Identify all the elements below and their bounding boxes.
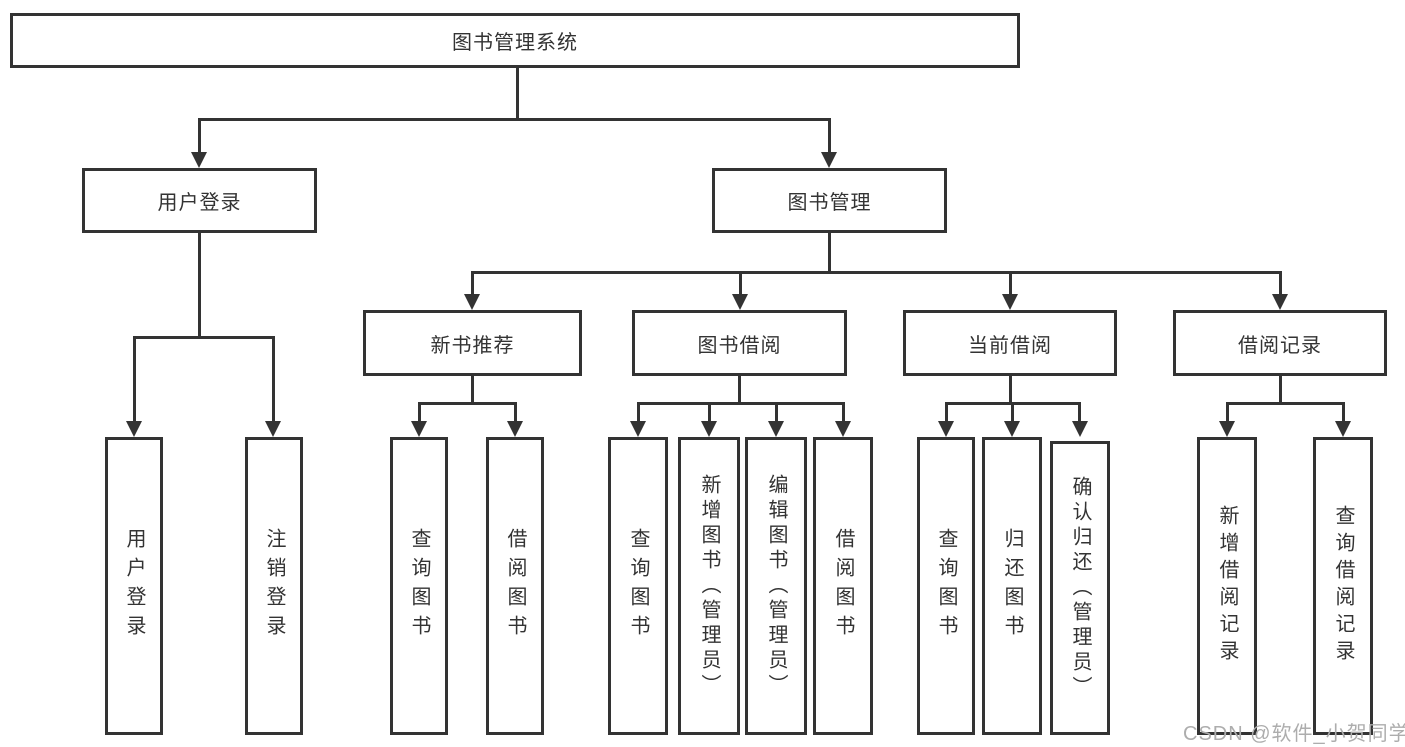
arrow-down-icon bbox=[464, 294, 480, 310]
connector-line bbox=[637, 402, 640, 423]
connector-line bbox=[471, 376, 474, 404]
leaf-logout: 注销登录 bbox=[245, 437, 303, 735]
connector-line bbox=[418, 402, 517, 405]
leaf-borrow-books: 借阅图书 bbox=[813, 437, 873, 735]
arrow-down-icon bbox=[1335, 421, 1351, 437]
leaf-label: 查询图书 bbox=[935, 528, 957, 644]
arrow-down-icon bbox=[191, 152, 207, 168]
connector-line bbox=[1011, 402, 1014, 423]
leaf-label: 新增借阅记录 bbox=[1216, 505, 1238, 667]
node-label: 新书推荐 bbox=[430, 334, 515, 357]
arrow-down-icon bbox=[821, 152, 837, 168]
leaf-label: 归还图书 bbox=[1001, 528, 1023, 644]
arrow-down-icon bbox=[265, 421, 281, 437]
leaf-return-books: 归还图书 bbox=[982, 437, 1042, 735]
connector-line bbox=[1078, 402, 1081, 423]
leaf-query-books-recommend: 查询图书 bbox=[390, 437, 448, 735]
leaf-edit-book-admin: 编辑图书（管理员） bbox=[745, 437, 807, 735]
arrow-down-icon bbox=[768, 421, 784, 437]
node-label: 图书借阅 bbox=[697, 334, 782, 357]
leaf-label: 确认归还（管理员） bbox=[1069, 475, 1091, 701]
leaf-user-login: 用户登录 bbox=[105, 437, 163, 735]
connector-line bbox=[1226, 402, 1229, 423]
node-label: 当前借阅 bbox=[968, 334, 1052, 357]
connector-line bbox=[1009, 376, 1012, 404]
connector-line bbox=[198, 233, 201, 339]
connector-line bbox=[198, 118, 201, 154]
leaf-label: 借阅图书 bbox=[832, 528, 854, 644]
node-book-borrowing: 图书借阅 bbox=[632, 310, 847, 376]
leaf-label: 注销登录 bbox=[263, 528, 285, 644]
leaf-query-books-borrow: 查询图书 bbox=[608, 437, 668, 735]
node-label: 图书管理 bbox=[787, 192, 872, 214]
arrow-down-icon bbox=[835, 421, 851, 437]
leaf-label: 编辑图书（管理员） bbox=[765, 473, 787, 699]
connector-line bbox=[828, 233, 831, 274]
node-new-book-recommendation: 新书推荐 bbox=[363, 310, 582, 376]
arrow-down-icon bbox=[411, 421, 427, 437]
connector-line bbox=[272, 336, 275, 422]
connector-line bbox=[739, 271, 742, 296]
node-label: 图书管理系统 bbox=[452, 32, 578, 54]
leaf-label: 查询借阅记录 bbox=[1332, 505, 1354, 667]
arrow-down-icon bbox=[1072, 421, 1088, 437]
connector-line bbox=[1342, 402, 1345, 423]
connector-line bbox=[738, 376, 741, 404]
connector-line bbox=[637, 402, 845, 405]
connector-line bbox=[828, 118, 831, 154]
node-book-management: 图书管理 bbox=[712, 168, 947, 233]
csdn-watermark: CSDN @软件_小贺同学 bbox=[1183, 723, 1405, 745]
leaf-query-books-current: 查询图书 bbox=[917, 437, 975, 735]
connector-line bbox=[775, 402, 778, 423]
connector-line bbox=[945, 402, 948, 423]
node-borrowing-records: 借阅记录 bbox=[1173, 310, 1387, 376]
node-current-borrowing: 当前借阅 bbox=[903, 310, 1117, 376]
arrow-down-icon bbox=[126, 421, 142, 437]
leaf-label: 新增图书（管理员） bbox=[698, 473, 720, 699]
connector-line bbox=[418, 402, 421, 423]
leaf-query-borrow-record: 查询借阅记录 bbox=[1313, 437, 1373, 735]
connector-line bbox=[516, 68, 519, 121]
arrow-down-icon bbox=[938, 421, 954, 437]
connector-line bbox=[1009, 271, 1012, 296]
node-user-login: 用户登录 bbox=[82, 168, 317, 233]
connector-line bbox=[708, 402, 711, 423]
connector-line bbox=[198, 118, 831, 121]
leaf-label: 查询图书 bbox=[627, 528, 649, 644]
leaf-label: 借阅图书 bbox=[504, 528, 526, 644]
node-label: 借阅记录 bbox=[1238, 334, 1322, 357]
arrow-down-icon bbox=[1219, 421, 1235, 437]
leaf-borrow-books-recommend: 借阅图书 bbox=[486, 437, 544, 735]
connector-line bbox=[133, 336, 136, 422]
arrow-down-icon bbox=[1004, 421, 1020, 437]
connector-line bbox=[471, 271, 1282, 274]
arrow-down-icon bbox=[732, 294, 748, 310]
connector-line bbox=[514, 402, 517, 423]
connector-line bbox=[1226, 402, 1345, 405]
leaf-add-borrow-record: 新增借阅记录 bbox=[1197, 437, 1257, 735]
arrow-down-icon bbox=[701, 421, 717, 437]
arrow-down-icon bbox=[1002, 294, 1018, 310]
leaf-label: 查询图书 bbox=[408, 528, 430, 644]
leaf-confirm-return-admin: 确认归还（管理员） bbox=[1050, 441, 1110, 735]
connector-line bbox=[471, 271, 474, 296]
arrow-down-icon bbox=[630, 421, 646, 437]
connector-line bbox=[1279, 376, 1282, 404]
leaf-add-book-admin: 新增图书（管理员） bbox=[678, 437, 740, 735]
connector-line bbox=[133, 336, 275, 339]
node-book-management-system: 图书管理系统 bbox=[10, 13, 1020, 68]
arrow-down-icon bbox=[1272, 294, 1288, 310]
connector-line bbox=[842, 402, 845, 423]
leaf-label: 用户登录 bbox=[123, 528, 145, 644]
connector-line bbox=[1279, 271, 1282, 296]
node-label: 用户登录 bbox=[157, 192, 242, 214]
arrow-down-icon bbox=[507, 421, 523, 437]
